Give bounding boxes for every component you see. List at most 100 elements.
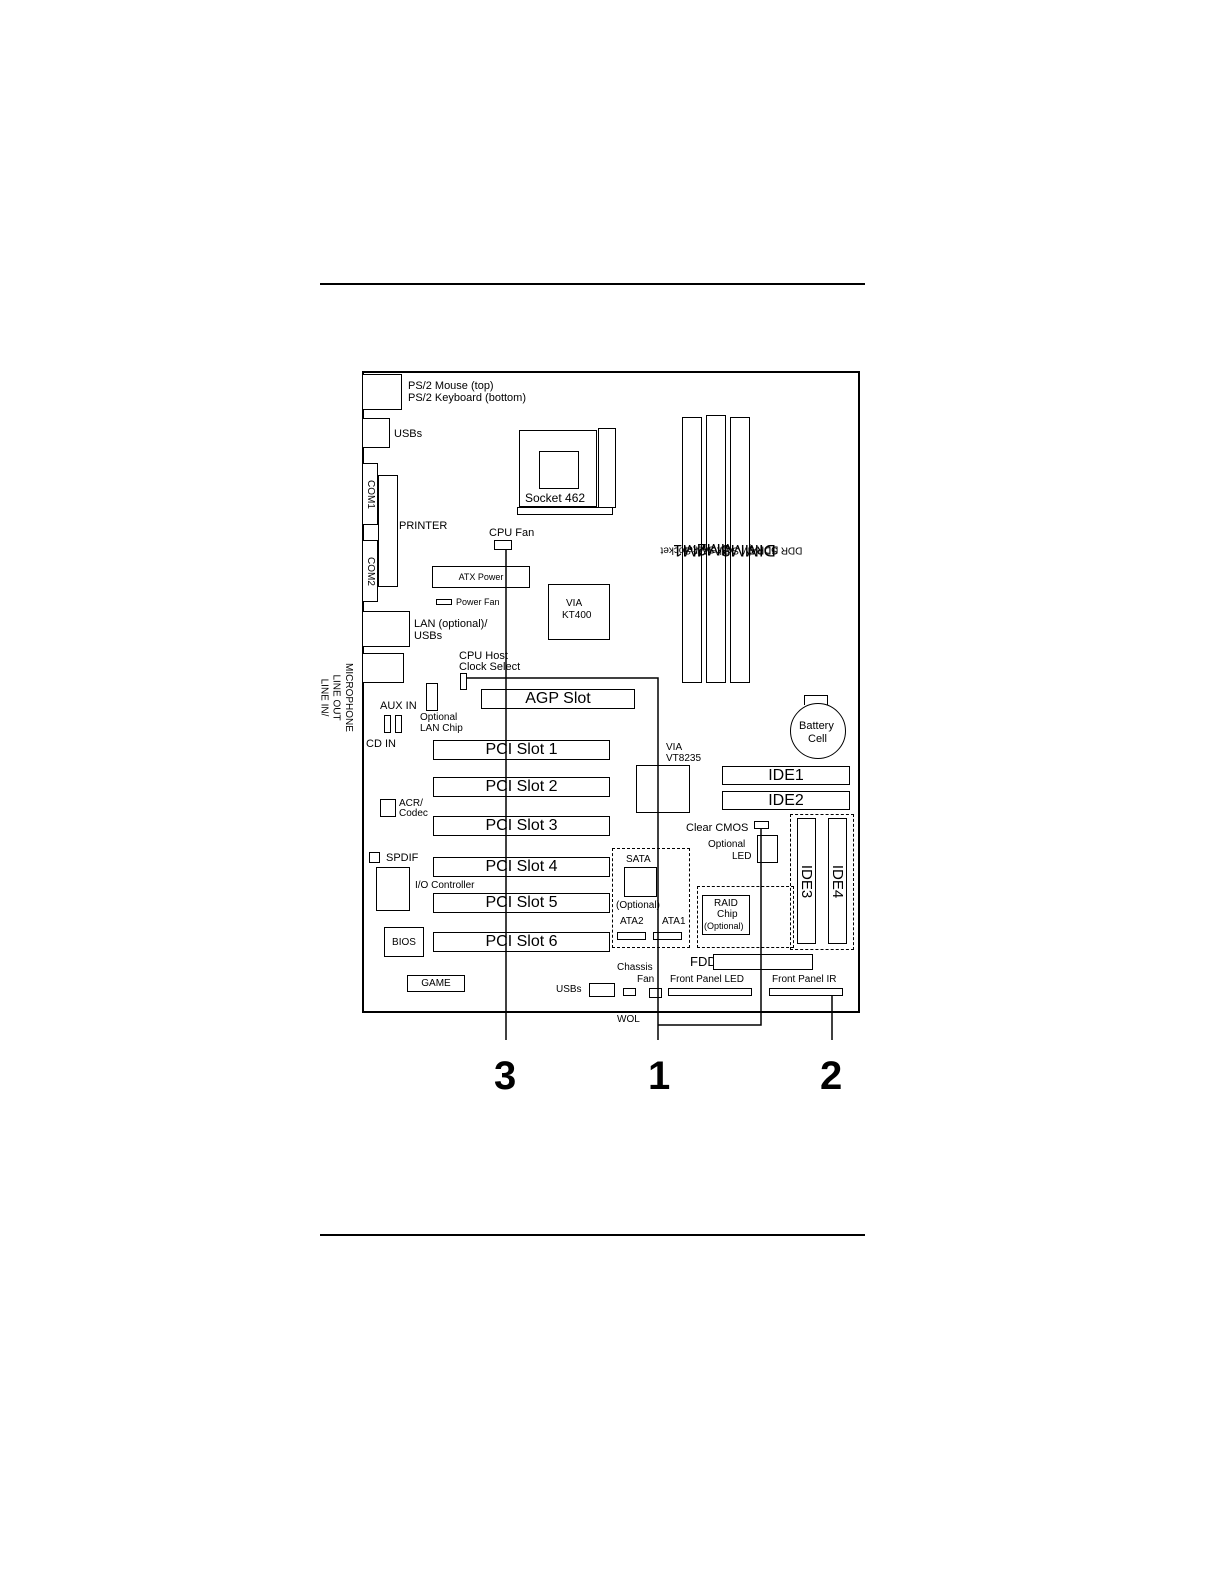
socket-base bbox=[517, 507, 613, 515]
atx-power-label: ATX Power bbox=[458, 572, 504, 582]
ps2-port bbox=[362, 374, 402, 410]
fdd-connector bbox=[713, 954, 813, 970]
cell-label: Cell bbox=[808, 733, 827, 745]
spdif-header bbox=[369, 852, 380, 863]
wol-header bbox=[649, 988, 662, 998]
optional-led bbox=[757, 835, 778, 863]
front-panel-ir-header bbox=[769, 988, 843, 996]
battery-cell bbox=[790, 703, 846, 759]
optional-lan-label-b: LAN Chip bbox=[420, 723, 463, 734]
callout-3: 3 bbox=[494, 1054, 517, 1098]
ata2-label: ATA2 bbox=[620, 916, 644, 927]
battery-label: Battery bbox=[799, 720, 834, 732]
via-vt8235-label-b: VT8235 bbox=[666, 753, 702, 764]
ide2-label: IDE2 bbox=[768, 791, 804, 809]
motherboard-outline bbox=[362, 371, 860, 1013]
ps2-keyboard-label: PS/2 Keyboard (bottom) bbox=[408, 392, 527, 404]
com2-port: COM2 bbox=[362, 540, 378, 602]
ide4-connector: IDE4 bbox=[828, 818, 847, 944]
sata-label: SATA bbox=[626, 854, 651, 865]
top-rule bbox=[320, 283, 865, 285]
lan-usbs-label: USBs bbox=[414, 630, 443, 642]
pci-slot-1-label: PCI Slot 1 bbox=[485, 741, 558, 758]
raid-optional-area bbox=[697, 886, 794, 948]
battery-clip bbox=[804, 695, 828, 705]
game-label: GAME bbox=[421, 978, 451, 989]
raid-chip bbox=[702, 895, 750, 935]
power-fan-header bbox=[436, 599, 452, 605]
ide3-ide4-optional-area bbox=[790, 814, 854, 950]
front-panel-ir-label: Front Panel IR bbox=[772, 974, 837, 985]
io-controller-label: I/O Controller bbox=[415, 880, 475, 891]
ide1-connector: IDE1 bbox=[722, 766, 850, 785]
audio-jacks bbox=[362, 653, 404, 683]
sata-optional-area bbox=[612, 848, 690, 948]
sata-optional-label: (Optional) bbox=[616, 900, 660, 911]
pci-slot-5: PCI Slot 5 bbox=[433, 893, 610, 913]
pci-slot-4: PCI Slot 4 bbox=[433, 857, 610, 877]
ata1-connector bbox=[653, 932, 682, 940]
lan-port bbox=[362, 611, 410, 647]
ide3-connector: IDE3 bbox=[797, 818, 816, 944]
raid-label: RAID bbox=[714, 898, 738, 909]
ata2-connector bbox=[617, 932, 646, 940]
ide2-connector: IDE2 bbox=[722, 791, 850, 810]
lan-label: LAN (optional)/ bbox=[414, 618, 488, 630]
game-port: GAME bbox=[407, 975, 465, 992]
bios-chip: BIOS bbox=[384, 927, 424, 957]
com1-port: COM1 bbox=[362, 463, 378, 525]
printer-label: PRINTER bbox=[399, 520, 448, 532]
callout-1: 1 bbox=[648, 1054, 671, 1098]
chassis-fan-label: Chassis bbox=[617, 962, 653, 973]
printer-port bbox=[378, 475, 398, 587]
bios-label: BIOS bbox=[392, 936, 416, 948]
ide1-label: IDE1 bbox=[768, 766, 804, 784]
optional-led-label-b: LED bbox=[732, 851, 752, 862]
bottom-rule bbox=[320, 1234, 865, 1236]
clear-cmos-jumper bbox=[754, 821, 769, 829]
cpu-fan-header bbox=[494, 540, 512, 550]
pci-slot-3-label: PCI Slot 3 bbox=[485, 817, 558, 834]
sata-chip bbox=[624, 867, 657, 897]
clear-cmos-label: Clear CMOS bbox=[686, 822, 749, 834]
pci-slot-6-label: PCI Slot 6 bbox=[485, 933, 558, 950]
pci-slot-2: PCI Slot 2 bbox=[433, 777, 610, 797]
cpu-fan-label: CPU Fan bbox=[489, 527, 535, 539]
optional-lan-chip bbox=[426, 683, 438, 711]
raid-chip-label: Chip bbox=[717, 909, 738, 920]
clock-select-label: Clock Select bbox=[459, 661, 521, 673]
spdif-label: SPDIF bbox=[386, 852, 419, 864]
dimm3-socket: DDR SDRAM Socket DIMM3 bbox=[709, 417, 802, 683]
acr-codec bbox=[380, 799, 396, 817]
usbs-top-label: USBs bbox=[394, 428, 423, 440]
via-vt8235-chip bbox=[636, 765, 690, 813]
ps2-label: PS/2 Mouse (top) bbox=[408, 380, 494, 392]
agp-slot-label: AGP Slot bbox=[525, 690, 591, 707]
raid-optional-label: (Optional) bbox=[704, 921, 744, 931]
optional-led-label: Optional bbox=[708, 839, 746, 850]
clock-select-jumper bbox=[460, 673, 467, 690]
fdd-label: FDD bbox=[690, 954, 717, 969]
front-panel-led-header bbox=[668, 988, 752, 996]
callout-2: 2 bbox=[820, 1054, 843, 1098]
chassis-fan-header bbox=[623, 988, 636, 996]
wol-label: WOL bbox=[617, 1014, 640, 1025]
pci-slot-4-label: PCI Slot 4 bbox=[485, 858, 558, 875]
chassis-fan-label-b: Fan bbox=[637, 974, 655, 985]
usb-header bbox=[589, 983, 615, 997]
front-panel-led-label: Front Panel LED bbox=[670, 974, 744, 985]
via-vt8235-label: VIA bbox=[666, 742, 683, 753]
pci-slot-3: PCI Slot 3 bbox=[433, 816, 610, 836]
pci-slot-1: PCI Slot 1 bbox=[433, 740, 610, 760]
cpu-die bbox=[539, 451, 579, 489]
usb-port-top bbox=[362, 418, 390, 448]
cd-in-header bbox=[395, 715, 402, 733]
cd-in-label: CD IN bbox=[366, 738, 396, 750]
usbs-bottom-label: USBs bbox=[556, 984, 582, 995]
via-kt400-label-b: KT400 bbox=[562, 610, 592, 621]
cpu-host-label: CPU Host bbox=[459, 650, 508, 662]
socket-label: Socket 462 bbox=[525, 491, 586, 505]
acr-label: ACR/ bbox=[399, 798, 423, 809]
agp-slot: AGP Slot bbox=[481, 689, 635, 709]
